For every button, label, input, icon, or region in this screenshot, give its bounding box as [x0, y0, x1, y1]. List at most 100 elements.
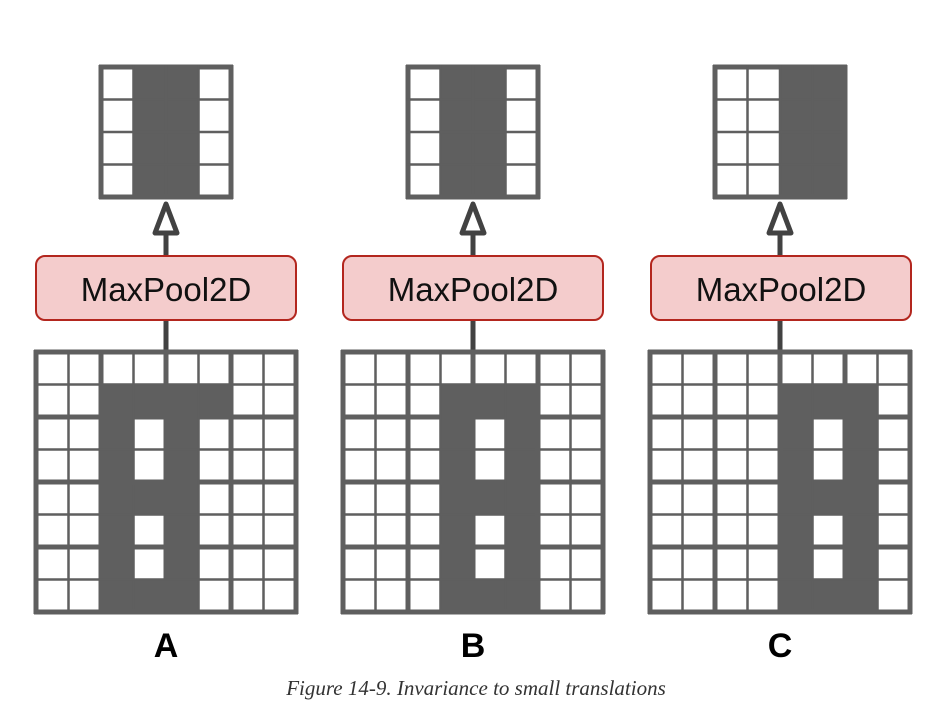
panel-b-input-cell-r1c7 [570, 384, 603, 417]
panel-a-input-cell-r4c2 [101, 482, 134, 515]
panel-c-input-cell-r1c0 [650, 384, 683, 417]
panel-c-input-cell-r1c4 [780, 384, 813, 417]
figure-caption: Figure 14-9. Invariance to small transla… [286, 676, 666, 700]
panel-b-input-cell-r1c4 [473, 384, 506, 417]
panel-a-input-cell-r7c1 [68, 579, 101, 612]
panel-c-input-cell-r3c6 [845, 449, 878, 482]
panel-a-input-cell-r4c6 [231, 482, 264, 515]
panel-b-input-cell-r6c4 [473, 547, 506, 580]
panel-a-input-cell-r6c5 [198, 547, 231, 580]
panel-a-output-cell-r3c2 [166, 164, 199, 197]
panel-c-input-cell-r7c0 [650, 579, 683, 612]
panel-a-input-cell-r6c3 [133, 547, 166, 580]
panel-a-input-cell-r5c2 [101, 514, 134, 547]
panel-c-input-cell-r4c3 [747, 482, 780, 515]
panel-c-input-cell-r5c1 [682, 514, 715, 547]
panel-c-input-cell-r4c0 [650, 482, 683, 515]
panel-a-input-cell-r2c3 [133, 417, 166, 450]
panel-b-input-cell-r7c2 [408, 579, 441, 612]
panel-c-input-cell-r4c6 [845, 482, 878, 515]
panel-c-input-cell-r3c5 [812, 449, 845, 482]
panel-a-input-cell-r7c6 [231, 579, 264, 612]
panel-b-output-cell-r3c3 [505, 164, 538, 197]
panel-a-input-cell-r7c4 [166, 579, 199, 612]
panel-b-input-cell-r4c6 [538, 482, 571, 515]
panel-c-input-cell-r3c7 [877, 449, 910, 482]
panel-c-output-cell-r0c1 [747, 67, 780, 100]
panel-b-input-cell-r7c0 [343, 579, 376, 612]
panel-a-input-cell-r2c5 [198, 417, 231, 450]
panel-a-input-cell-r4c7 [263, 482, 296, 515]
panel-a-input-cell-r7c3 [133, 579, 166, 612]
panel-c-input-cell-r0c0 [650, 352, 683, 385]
panel-c-output-cell-r2c2 [780, 132, 813, 165]
panel-a-input-cell-r5c5 [198, 514, 231, 547]
panel-c-output-cell-r2c1 [747, 132, 780, 165]
panel-c-input-cell-r2c2 [715, 417, 748, 450]
panel-c-input-cell-r6c1 [682, 547, 715, 580]
panel-a-input-cell-r1c0 [36, 384, 69, 417]
panel-c-output-cell-r2c0 [715, 132, 748, 165]
panel-b-input-cell-r5c0 [343, 514, 376, 547]
panel-a-output-cell-r0c1 [133, 67, 166, 100]
panel-b-input-cell-r1c2 [408, 384, 441, 417]
panel-c-input-cell-r2c5 [812, 417, 845, 450]
panel-a-input-cell-r6c7 [263, 547, 296, 580]
panel-c-output-cell-r1c3 [812, 99, 845, 132]
panel-c-input-cell-r5c3 [747, 514, 780, 547]
panel-b: MaxPool2D B [340, 64, 606, 665]
panel-b-input-cell-r3c2 [408, 449, 441, 482]
panel-a-output-cell-r1c3 [198, 99, 231, 132]
panel-b-maxpool-box: MaxPool2D [342, 255, 604, 321]
panel-b-label: B [461, 627, 486, 665]
panel-c-input-cell-r0c4 [780, 352, 813, 385]
panel-b-input-cell-r5c7 [570, 514, 603, 547]
panel-c-input-cell-r7c4 [780, 579, 813, 612]
panel-b-input-cell-r3c4 [473, 449, 506, 482]
panel-a-input-cell-r4c1 [68, 482, 101, 515]
panel-a-output-cell-r3c0 [101, 164, 134, 197]
panel-b-input-cell-r2c4 [473, 417, 506, 450]
panel-b-input-cell-r7c6 [538, 579, 571, 612]
panel-c-input-cell-r3c0 [650, 449, 683, 482]
panel-a-input-cell-r5c4 [166, 514, 199, 547]
panel-b-input-cell-r0c3 [440, 352, 473, 385]
panel-a-output-cell-r2c1 [133, 132, 166, 165]
panel-c-input-grid [647, 349, 913, 615]
panel-c-input-cell-r2c0 [650, 417, 683, 450]
panel-a-maxpool-box: MaxPool2D [35, 255, 297, 321]
panel-c-output-cell-r0c0 [715, 67, 748, 100]
panel-b-input-cell-r6c6 [538, 547, 571, 580]
panel-c-output-cell-r3c2 [780, 164, 813, 197]
panel-c-input-cell-r5c5 [812, 514, 845, 547]
panel-c-input-cell-r7c3 [747, 579, 780, 612]
panel-b-input-cell-r5c3 [440, 514, 473, 547]
panel-a: MaxPool2D A [33, 64, 299, 665]
panel-c-input-cell-r4c1 [682, 482, 715, 515]
panel-b-input-cell-r0c2 [408, 352, 441, 385]
panel-a-arrow [152, 201, 180, 350]
panel-a-input-cell-r0c1 [68, 352, 101, 385]
panel-b-input-cell-r5c6 [538, 514, 571, 547]
panel-b-arrow [459, 201, 487, 350]
panel-c-output-cell-r2c3 [812, 132, 845, 165]
panel-c-arrow [766, 201, 794, 350]
panel-b-output-cell-r0c0 [408, 67, 441, 100]
panel-c-input-cell-r4c7 [877, 482, 910, 515]
panel-a-input-cell-r3c1 [68, 449, 101, 482]
panel-b-input-cell-r4c2 [408, 482, 441, 515]
panel-c-input-cell-r3c3 [747, 449, 780, 482]
panel-c-input-cell-r4c4 [780, 482, 813, 515]
panel-b-input-cell-r6c3 [440, 547, 473, 580]
panel-b-input-cell-r1c6 [538, 384, 571, 417]
panel-a-input-cell-r2c7 [263, 417, 296, 450]
panel-b-input-cell-r7c7 [570, 579, 603, 612]
panel-c-input-cell-r6c7 [877, 547, 910, 580]
panel-a-input-cell-r7c7 [263, 579, 296, 612]
panel-b-output-cell-r1c2 [473, 99, 506, 132]
panel-a-input-cell-r5c1 [68, 514, 101, 547]
panel-c-input-cell-r7c5 [812, 579, 845, 612]
panel-b-output-cell-r3c2 [473, 164, 506, 197]
